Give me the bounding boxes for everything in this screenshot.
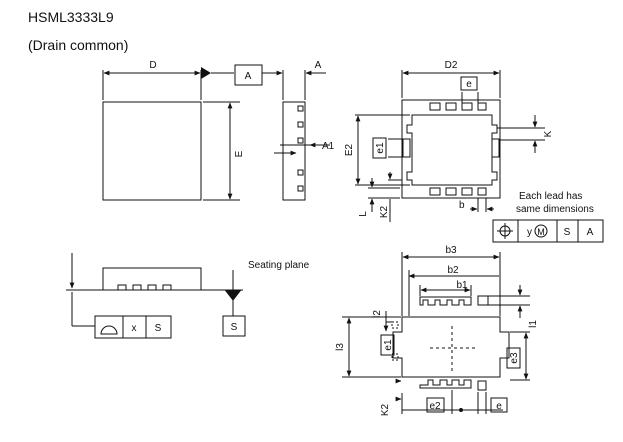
dim-label-e2: E2 [344, 143, 355, 156]
dim-label-l2: l2 [372, 310, 383, 318]
datum-a-label: A [245, 71, 252, 82]
flatness-tolerance-x: x [132, 323, 137, 334]
flatness-frame [94, 315, 172, 339]
dim-label-e: e [466, 79, 472, 90]
dim-label-b3: b3 [445, 245, 457, 256]
seating-view [66, 253, 246, 339]
dim-label-a1: A1 [322, 141, 335, 152]
datum-a-box [234, 64, 263, 86]
dim-label-k2: K2 [379, 205, 390, 218]
flatness-datum-s: S [155, 323, 162, 334]
mmc-circle-symbol [534, 224, 548, 238]
dim-label-e: E [234, 150, 245, 157]
dim-label-b2: b2 [447, 265, 459, 276]
seating-plane-datum-triangle [224, 290, 242, 301]
flatness-symbol [100, 325, 118, 335]
dim-label-d: D [149, 60, 156, 71]
pitch-e1-land-box [380, 334, 395, 356]
dim-label-e1: e1 [375, 142, 386, 154]
pitch-e-land-box [490, 397, 508, 413]
package-outline-bottom [401, 99, 501, 199]
dim-label-l3: l3 [335, 343, 346, 351]
fcf-datum-s: S [564, 227, 571, 238]
dim-label-e2: e2 [429, 401, 441, 412]
package-body-top [102, 101, 202, 201]
seating-plane-label: Seating plane [248, 260, 310, 271]
package-body-side [282, 101, 306, 201]
exposed-pad [406, 114, 498, 186]
pitch-e2-box [426, 397, 445, 413]
bottom-view [355, 70, 545, 222]
side-view [262, 70, 330, 201]
datum-s-label: S [231, 322, 238, 333]
land-pattern-outline [392, 316, 510, 378]
feature-control-frame [492, 219, 604, 243]
fcf-tolerance-y: y [527, 227, 532, 238]
drain-common-subtitle: (Drain common) [28, 37, 129, 53]
dim-label-l1: l1 [528, 320, 539, 328]
dim-label-b: b [459, 200, 465, 211]
dim-label-a: A [315, 60, 322, 71]
lead-note-line-1: Each lead has [519, 191, 582, 202]
pitch-e3-box [506, 347, 521, 369]
dim-label-k: K [543, 130, 554, 137]
datum-s-box [222, 315, 246, 337]
dim-label-k2-land: K2 [380, 403, 391, 416]
lead-note-line-2: same dimensions [516, 204, 594, 215]
part-number-title: HSML3333L9 [28, 9, 114, 25]
dim-label-b1: b1 [456, 280, 468, 291]
dim-label-e3: e3 [509, 352, 520, 364]
pitch-e1-box [372, 137, 387, 159]
dim-label-l: L [358, 211, 369, 217]
fcf-mmc-m: M [537, 227, 545, 237]
pitch-e-box [460, 76, 478, 91]
dim-label-e-land: e [496, 401, 502, 412]
center-dot [459, 408, 463, 412]
dim-label-d2: D2 [445, 60, 458, 71]
land-pattern [342, 252, 530, 414]
top-view [102, 64, 263, 201]
fcf-datum-a: A [587, 227, 594, 238]
dim-label-e1-land: e1 [383, 339, 394, 351]
